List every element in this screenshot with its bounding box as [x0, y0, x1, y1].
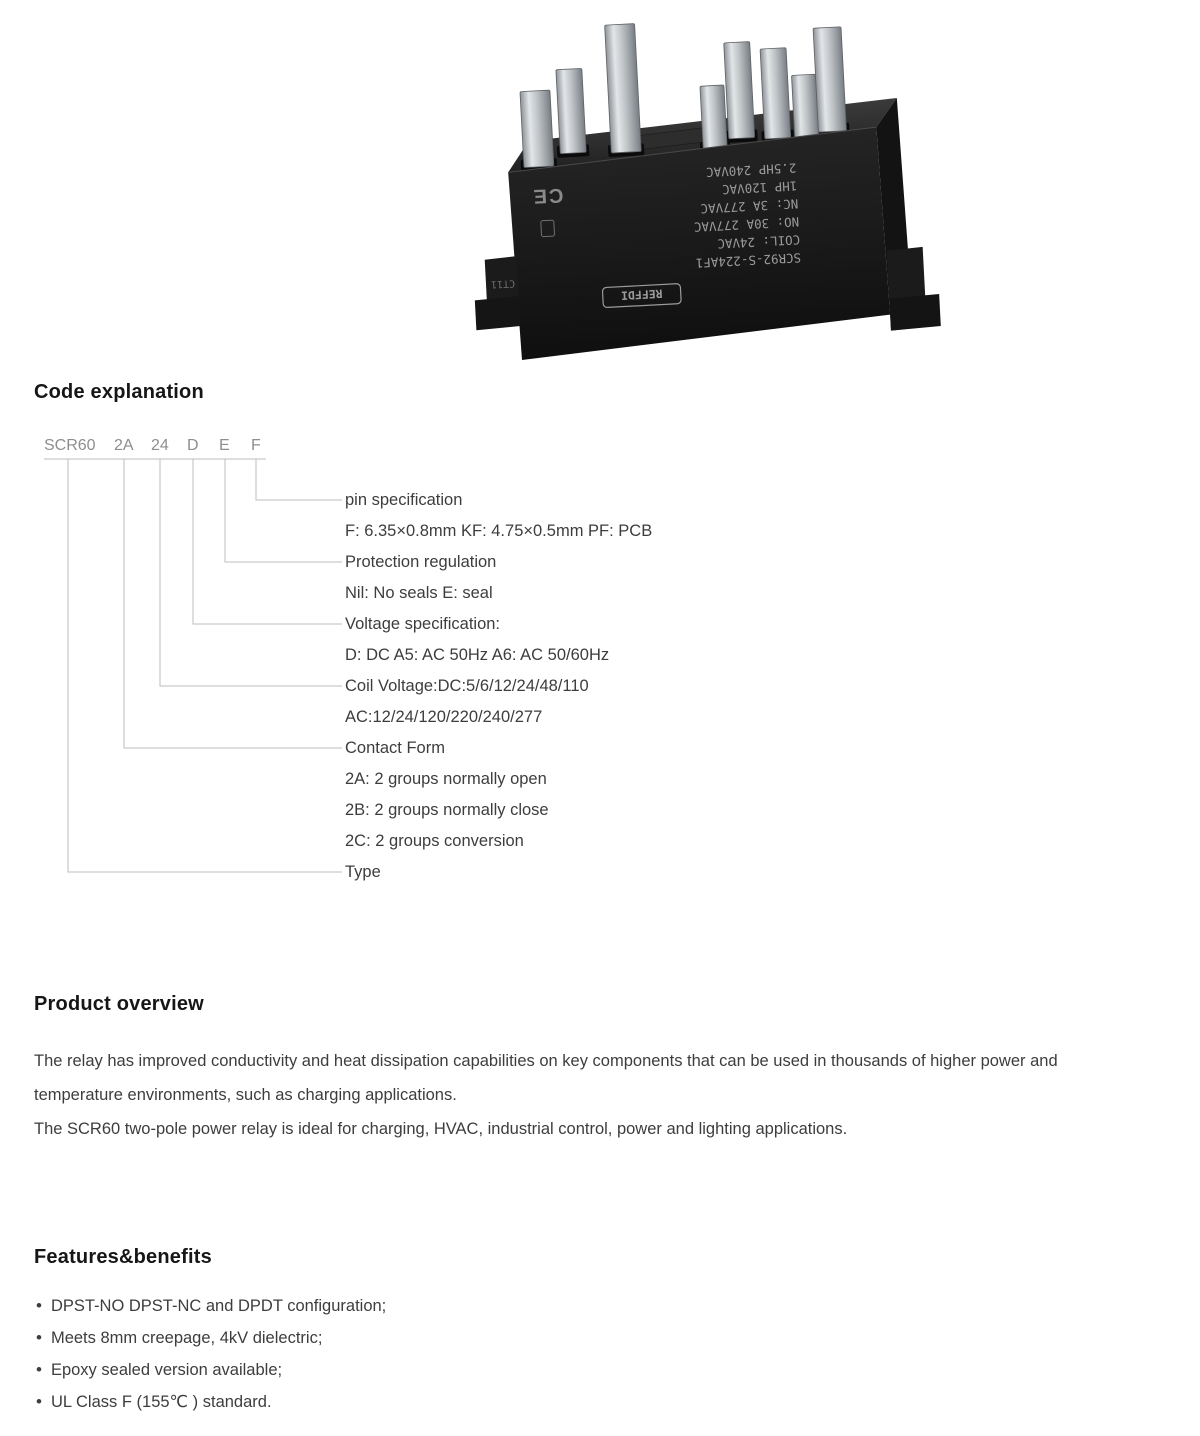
code-segment-volt-spec: D	[187, 437, 199, 454]
relay-product-image: REFFDI SCR92-S-224AF1 COIL: 24VAC NO: 30…	[468, 2, 948, 382]
feature-item-epoxy: Epoxy sealed version available;	[36, 1354, 386, 1386]
relay-flange-right	[886, 246, 941, 331]
overview-paragraph-1: The relay has improved conductivity and …	[34, 1052, 1058, 1104]
relay-side-code: CT11	[491, 277, 516, 289]
ce-mark: CE	[531, 184, 564, 208]
relay-label-print: REFFDI SCR92-S-224AF1 COIL: 24VAC NO: 30…	[601, 160, 801, 309]
overview-paragraph-2: The SCR60 two-pole power relay is ideal …	[34, 1120, 848, 1138]
relay-pin-6	[759, 47, 792, 140]
feature-item-configuration: DPST-NO DPST-NC and DPDT configuration;	[36, 1290, 386, 1322]
feature-item-ul-class: UL Class F (155℃ ) standard.	[36, 1386, 386, 1418]
code-label-contact-form-2b: 2B: 2 groups normally close	[345, 801, 549, 819]
relay-pins	[519, 23, 847, 168]
relay-pin-1	[519, 89, 555, 168]
code-segment-voltage: 24	[151, 437, 169, 454]
relay-no-rating-text: NO: 30A 277VAC	[694, 214, 800, 234]
relay-pin-4	[699, 84, 728, 151]
relay-hp2-text: 2.5HP 240VAC	[706, 160, 797, 180]
cert-mark-icon	[540, 219, 555, 238]
code-label-contact-form-2c: 2C: 2 groups conversion	[345, 832, 524, 850]
code-label-coil-voltage: Coil Voltage:DC:5/6/12/24/48/110	[345, 677, 589, 695]
relay-hp1-text: 1HP 120VAC	[722, 178, 798, 197]
relay-front-edge-highlight	[508, 126, 877, 173]
features-list: DPST-NO DPST-NC and DPDT configuration; …	[36, 1290, 386, 1418]
relay-pin-8	[812, 26, 847, 133]
code-label-voltage-spec: Voltage specification:	[345, 615, 501, 633]
code-label-coil-voltage-detail: AC:12/24/120/220/240/277	[345, 708, 543, 726]
relay-coil-text: COIL: 24VAC	[717, 232, 800, 251]
code-label-type: Type	[345, 863, 381, 881]
relay-pin-2	[555, 68, 587, 154]
ce-mark-text: CE	[531, 184, 564, 208]
relay-pin-3	[604, 23, 642, 154]
code-label-contact-form-2a: 2A: 2 groups normally open	[345, 770, 547, 788]
code-label-pin-spec: pin specification	[345, 491, 463, 509]
code-label-protection: Protection regulation	[345, 553, 497, 571]
relay-pin-5	[723, 41, 756, 140]
relay-flange-left	[474, 256, 521, 331]
relay-nc-rating-text: NC: 3A 277VAC	[700, 196, 798, 216]
relay-illustration: REFFDI SCR92-S-224AF1 COIL: 24VAC NO: 30…	[474, 23, 941, 360]
code-segment-type: SCR60	[44, 437, 96, 454]
code-label-pin-spec-detail: F: 6.35×0.8mm KF: 4.75×0.5mm PF: PCB	[345, 522, 653, 540]
relay-brand-text: REFFDI	[621, 287, 663, 303]
code-label-voltage-spec-detail: D: DC A5: AC 50Hz A6: AC 50/60Hz	[345, 646, 610, 664]
code-label-contact-form: Contact Form	[345, 739, 445, 757]
code-segment-contact: 2A	[114, 437, 134, 454]
code-explanation-heading: Code explanation	[34, 381, 204, 403]
product-overview-heading: Product overview	[34, 993, 204, 1015]
code-connector-lines	[44, 458, 342, 873]
feature-item-creepage: Meets 8mm creepage, 4kV dielectric;	[36, 1322, 386, 1354]
relay-side-code-text: CT11	[491, 277, 516, 289]
brand-box	[601, 283, 682, 309]
features-benefits-heading: Features&benefits	[34, 1246, 212, 1268]
code-segment-protection: E	[219, 437, 230, 454]
code-segment-pin: F	[251, 437, 261, 454]
relay-model-text: SCR92-S-224AF1	[695, 250, 801, 270]
code-label-protection-detail: Nil: No seals E: seal	[345, 584, 493, 602]
product-overview-text: The relay has improved conductivity and …	[34, 1044, 1150, 1146]
